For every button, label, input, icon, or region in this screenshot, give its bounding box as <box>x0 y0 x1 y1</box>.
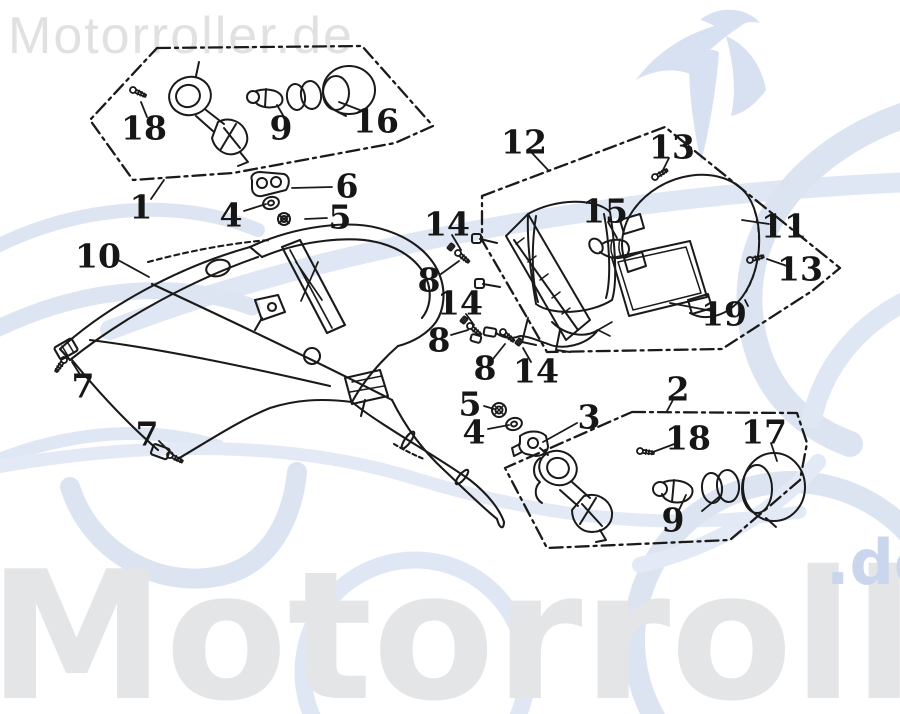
turn-signal-set-rear <box>533 447 806 543</box>
callout-part-8: 8 <box>427 320 451 360</box>
callout-part-8: 8 <box>417 260 441 300</box>
callout-part-18: 18 <box>665 418 711 458</box>
callout-part-7: 7 <box>135 414 159 454</box>
callout-part-7: 7 <box>71 366 95 406</box>
callout-part-15: 15 <box>582 191 628 231</box>
group-box-1 <box>88 44 435 182</box>
callout-part-10: 10 <box>75 236 121 276</box>
tail-light-assembly <box>469 173 761 353</box>
callout-part-5: 5 <box>458 384 482 424</box>
callout-part-1: 1 <box>129 187 153 227</box>
callout-part-8: 8 <box>473 348 497 388</box>
callout-part-9: 9 <box>661 500 685 540</box>
callout-part-14: 14 <box>437 283 483 323</box>
group-box-12 <box>480 125 842 354</box>
callout-part-14: 14 <box>424 204 470 244</box>
callout-part-2: 2 <box>666 369 690 409</box>
brand-watermark-top: Motorroller.de <box>8 7 354 65</box>
callout-part-3: 3 <box>577 397 601 437</box>
callout-part-12: 12 <box>501 122 547 162</box>
callout-part-6: 6 <box>335 166 359 206</box>
callout-part-17: 17 <box>741 412 787 452</box>
callout-part-4: 4 <box>462 412 486 452</box>
callout-part-5: 5 <box>328 197 352 237</box>
rear-fender <box>53 223 506 529</box>
turn-signal-set-front <box>168 61 376 167</box>
callout-part-14: 14 <box>513 351 559 391</box>
callout-part-18: 18 <box>121 108 167 148</box>
callout-part-16: 16 <box>353 101 399 141</box>
callout-part-4: 4 <box>219 195 243 235</box>
callout-part-11: 11 <box>761 206 807 246</box>
bird-logo-icon <box>636 9 766 163</box>
brand-watermark-bottom: Motorroller <box>0 533 900 714</box>
brand-watermark-suffix: .de <box>826 526 900 599</box>
callout-part-13: 13 <box>649 127 695 167</box>
bracket-and-fasteners-upper <box>250 171 291 226</box>
bracket-and-fasteners-lower <box>491 402 549 457</box>
callout-part-13: 13 <box>777 249 823 289</box>
callout-part-19: 19 <box>701 294 747 334</box>
callout-part-9: 9 <box>269 108 293 148</box>
